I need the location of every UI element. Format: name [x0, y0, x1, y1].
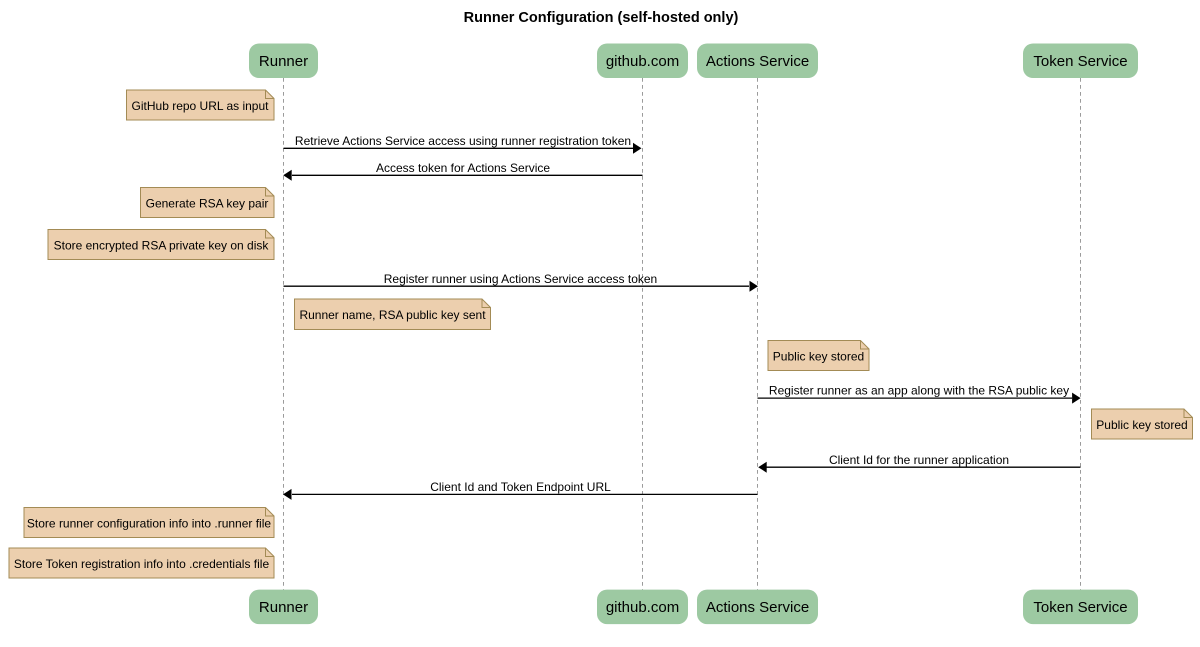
svg-text:github.com: github.com	[606, 53, 679, 70]
svg-text:Register runner using Actions: Register runner using Actions Service ac…	[384, 272, 657, 286]
svg-text:Token Service: Token Service	[1033, 599, 1127, 616]
svg-text:Actions Service: Actions Service	[706, 53, 809, 70]
svg-text:Client Id and Token Endpoint U: Client Id and Token Endpoint URL	[430, 480, 611, 494]
svg-text:github.com: github.com	[606, 599, 679, 616]
svg-text:Runner: Runner	[259, 599, 308, 616]
svg-text:Store Token registration info: Store Token registration info into .cred…	[14, 557, 270, 571]
svg-text:Client Id for the runner appli: Client Id for the runner application	[829, 453, 1009, 467]
svg-text:Token Service: Token Service	[1033, 53, 1127, 70]
svg-text:Public key stored: Public key stored	[773, 349, 864, 363]
svg-text:Runner Configuration (self-hos: Runner Configuration (self-hosted only)	[464, 10, 739, 26]
svg-text:Store encrypted RSA private ke: Store encrypted RSA private key on disk	[54, 238, 270, 252]
svg-text:GitHub repo URL as input: GitHub repo URL as input	[132, 99, 270, 113]
svg-text:Actions Service: Actions Service	[706, 599, 809, 616]
svg-text:Generate RSA key pair: Generate RSA key pair	[146, 196, 269, 210]
svg-text:Register runner as an app alon: Register runner as an app along with the…	[769, 384, 1069, 398]
svg-text:Access token for Actions Servi: Access token for Actions Service	[376, 161, 550, 175]
svg-text:Store runner configuration inf: Store runner configuration info into .ru…	[27, 516, 271, 530]
svg-text:Runner: Runner	[259, 53, 308, 70]
svg-text:Public key stored: Public key stored	[1096, 418, 1187, 432]
svg-text:Runner name, RSA public key se: Runner name, RSA public key sent	[299, 308, 486, 322]
svg-text:Retrieve Actions Service acces: Retrieve Actions Service access using ru…	[295, 134, 631, 148]
